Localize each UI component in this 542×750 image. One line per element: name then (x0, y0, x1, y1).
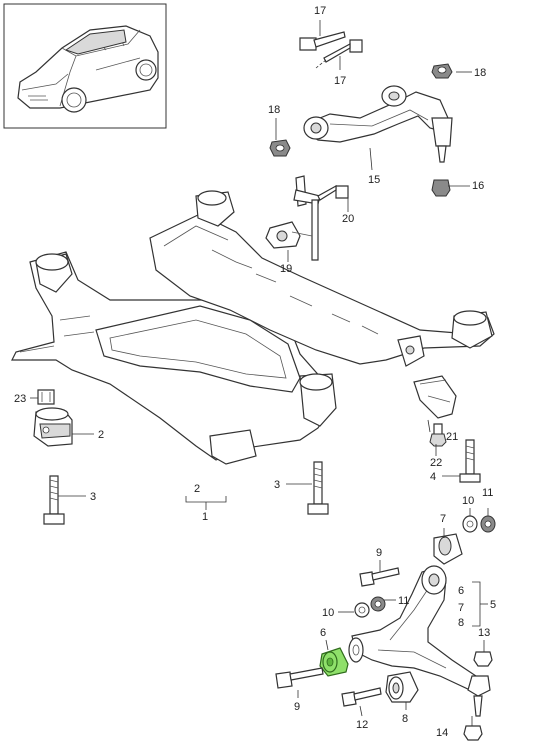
callout-21: 21 (446, 431, 458, 443)
callout-6-group: 6 (458, 585, 464, 597)
callouts: 17 17 18 18 15 16 20 19 23 2 3 21 22 4 2… (14, 5, 496, 739)
upper-control-arm (303, 85, 453, 163)
callout-2-subframe: 2 (194, 483, 200, 495)
callout-1: 1 (202, 511, 208, 523)
callout-3-left: 3 (90, 491, 96, 503)
callout-5: 5 (490, 599, 496, 611)
callout-6-highlighted: 6 (320, 627, 326, 639)
callout-7-top: 7 (440, 513, 446, 525)
lower-control-arm (351, 565, 491, 717)
subframe (11, 190, 495, 465)
bolt-20 (317, 184, 349, 201)
vehicle-thumbnail (3, 3, 167, 129)
callout-20: 20 (342, 213, 354, 225)
callout-3-right: 3 (274, 479, 280, 491)
callout-9-bottom: 9 (294, 701, 300, 713)
callout-7-group: 7 (458, 602, 464, 614)
callout-11-middle: 11 (398, 595, 409, 607)
clip-23 (37, 389, 55, 405)
nut-14 (463, 725, 483, 741)
callout-8-group: 8 (458, 617, 464, 629)
callout-22: 22 (430, 457, 442, 469)
mount-2-left (33, 407, 73, 447)
callout-14: 14 (436, 727, 448, 739)
bolt-17-middle (315, 39, 363, 69)
bolt-17-top (299, 31, 346, 51)
callout-2-left: 2 (98, 429, 104, 441)
callout-11-top: 11 (482, 487, 493, 499)
nut-13 (473, 651, 493, 667)
bushing-6-highlighted (319, 647, 349, 677)
callout-8-bottom: 8 (402, 713, 408, 725)
callout-17-middle: 17 (334, 75, 346, 87)
bolt-9-bottom (275, 667, 324, 689)
callout-18-left: 18 (268, 104, 280, 116)
nut-18-right (431, 63, 453, 79)
callout-17-top: 17 (314, 5, 326, 17)
bushing-7 (433, 533, 463, 565)
bolt-12 (341, 687, 382, 707)
washer-6-rear (348, 637, 364, 663)
washers-10-11-top (462, 515, 496, 533)
leader-lines (30, 20, 489, 726)
bolt-3-right (307, 461, 329, 515)
callout-10-top: 10 (462, 495, 474, 507)
callout-23: 23 (14, 393, 26, 405)
level-sensor-19 (265, 175, 321, 261)
bolt-4 (459, 439, 481, 483)
callout-13: 13 (478, 627, 490, 639)
callout-18-right: 18 (474, 67, 486, 79)
callout-4: 4 (430, 471, 436, 483)
callout-19: 19 (280, 263, 292, 275)
callout-16: 16 (472, 180, 484, 192)
bolt-3-left (43, 475, 65, 525)
nut-16 (431, 179, 451, 197)
callout-12: 12 (356, 719, 368, 731)
bushing-8 (385, 671, 419, 703)
bolt-9-top (359, 567, 400, 587)
callout-9-top: 9 (376, 547, 382, 559)
nut-22 (429, 433, 447, 447)
nut-18-left (269, 139, 291, 157)
callout-15: 15 (368, 174, 380, 186)
washers-10-11-middle (354, 596, 386, 618)
callout-10-middle: 10 (322, 607, 334, 619)
